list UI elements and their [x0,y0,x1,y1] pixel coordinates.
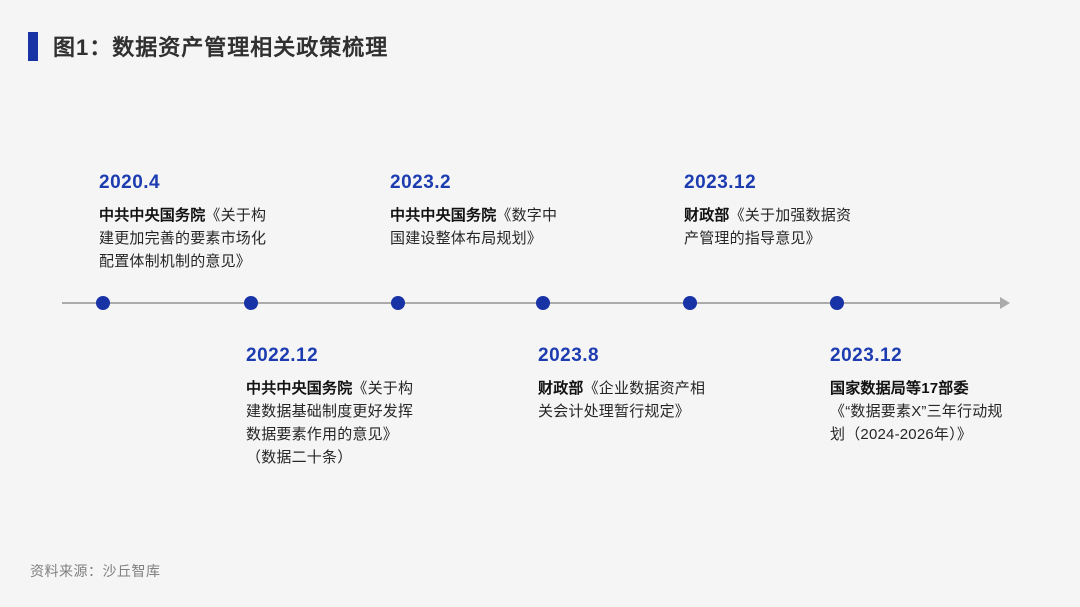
event-text: 国家数据局等17部委《“数据要素X”三年行动规划（2024-2026年）》 [830,377,1012,446]
timeline-dot-2023-12-nda [830,296,844,310]
timeline-event-2023-8: 2023.8 财政部《企业数据资产相关会计处理暂行规定》 [538,345,712,423]
figure-header: 图1：数据资产管理相关政策梳理 [28,30,388,62]
timeline-dot-2020-4 [96,296,110,310]
event-text: 中共中央国务院《关于构建数据基础制度更好发挥数据要素作用的意见》（数据二十条） [246,377,420,469]
event-text: 财政部《关于加强数据资产管理的指导意见》 [684,204,858,250]
event-date: 2022.12 [246,345,319,366]
source-note: 资料来源：沙丘智库 [30,563,161,579]
event-text: 中共中央国务院《数字中国建设整体布局规划》 [390,204,564,250]
event-text: 财政部《企业数据资产相关会计处理暂行规定》 [538,377,712,423]
timeline-dot-2022-12 [244,296,258,310]
timeline-event-2023-2: 2023.2 中共中央国务院《数字中国建设整体布局规划》 [390,172,564,250]
event-date: 2020.4 [99,172,161,193]
figure-title: 图1：数据资产管理相关政策梳理 [53,35,389,60]
event-date: 2023.12 [684,172,757,193]
event-org: 国家数据局等17部委 [830,380,969,397]
timeline-event-2023-12-nda: 2023.12 国家数据局等17部委《“数据要素X”三年行动规划（2024-20… [830,345,1012,446]
timeline-dot-2023-12-mof [683,296,697,310]
event-org: 中共中央国务院 [99,207,206,224]
timeline-event-2020-4: 2020.4 中共中央国务院《关于构建更加完善的要素市场化配置体制机制的意见》 [99,172,273,273]
timeline-arrowhead-icon [1000,297,1010,309]
event-date: 2023.8 [538,345,600,366]
timeline-dot-2023-2 [391,296,405,310]
event-doc: 《关于构建数据基础制度更好发挥数据要素作用的意见》（数据二十条） [246,380,414,466]
event-org: 财政部 [538,380,584,397]
timeline-event-2023-12-mof: 2023.12 财政部《关于加强数据资产管理的指导意见》 [684,172,858,250]
timeline-event-2022-12: 2022.12 中共中央国务院《关于构建数据基础制度更好发挥数据要素作用的意见》… [246,345,420,469]
timeline-dot-2023-8 [536,296,550,310]
event-date: 2023.2 [390,172,452,193]
timeline-axis [62,302,1002,304]
event-doc: 《数字中国建设整体布局规划》 [390,207,558,247]
event-org: 财政部 [684,207,730,224]
event-text: 中共中央国务院《关于构建更加完善的要素市场化配置体制机制的意见》 [99,204,273,273]
event-org: 中共中央国务院 [390,207,497,224]
event-doc: 《关于加强数据资产管理的指导意见》 [684,207,852,247]
event-doc: 《“数据要素X”三年行动规划（2024-2026年）》 [830,403,1003,443]
event-doc: 《企业数据资产相关会计处理暂行规定》 [538,380,706,420]
title-accent-bar [28,31,38,61]
event-org: 中共中央国务院 [246,380,353,397]
event-date: 2023.12 [830,345,903,366]
event-doc: 《关于构建更加完善的要素市场化配置体制机制的意见》 [99,207,267,270]
